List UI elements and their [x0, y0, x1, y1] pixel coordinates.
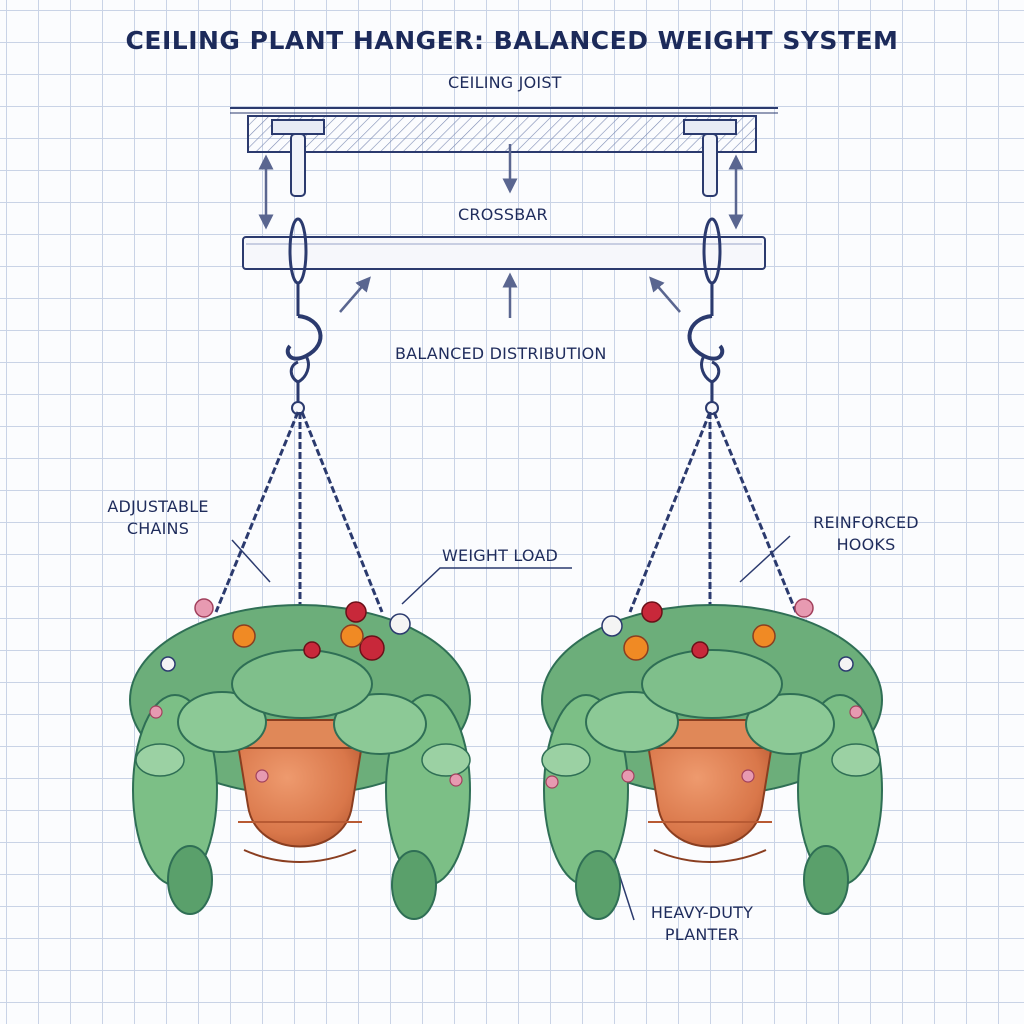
label-adjustable-chains: ADJUSTABLE CHAINS — [94, 496, 222, 540]
label-reinforced-hooks-line2: HOOKS — [836, 535, 896, 554]
label-heavy-duty-planter-line2: PLANTER — [664, 925, 740, 944]
right-hanger — [628, 217, 798, 613]
label-weight-load: WEIGHT LOAD — [442, 546, 559, 565]
label-ceiling-joist: CEILING JOIST — [448, 73, 562, 92]
right-foliage-front — [541, 649, 881, 777]
label-adjustable-chains-line2: CHAINS — [126, 519, 190, 538]
label-heavy-duty-planter: HEAVY-DUTY PLANTER — [640, 902, 764, 946]
flower-icon — [149, 598, 463, 787]
left-hanger — [214, 217, 384, 613]
flower-icon — [545, 598, 863, 789]
label-adjustable-chains-line1: ADJUSTABLE — [107, 497, 209, 516]
chain-icon — [628, 411, 798, 613]
hook-icon — [285, 314, 323, 361]
label-reinforced-hooks: REINFORCED HOOKS — [800, 512, 932, 556]
diagram-title: CEILING PLANT HANGER: BALANCED WEIGHT SY… — [125, 26, 899, 55]
crossbar — [242, 236, 766, 270]
label-crossbar: CROSSBAR — [458, 205, 548, 224]
left-foliage-front — [135, 649, 471, 777]
right-planter — [541, 598, 883, 920]
ceiling-joist — [230, 107, 778, 153]
label-reinforced-hooks-line1: REINFORCED — [813, 513, 919, 532]
label-heavy-duty-planter-line1: HEAVY-DUTY — [650, 903, 754, 922]
chain-icon — [214, 411, 384, 613]
label-balanced-distribution: BALANCED DISTRIBUTION — [395, 344, 607, 363]
hook-icon — [687, 314, 725, 361]
arrow-icon — [258, 144, 744, 318]
bracket-icon — [271, 119, 737, 197]
left-planter — [129, 598, 471, 920]
